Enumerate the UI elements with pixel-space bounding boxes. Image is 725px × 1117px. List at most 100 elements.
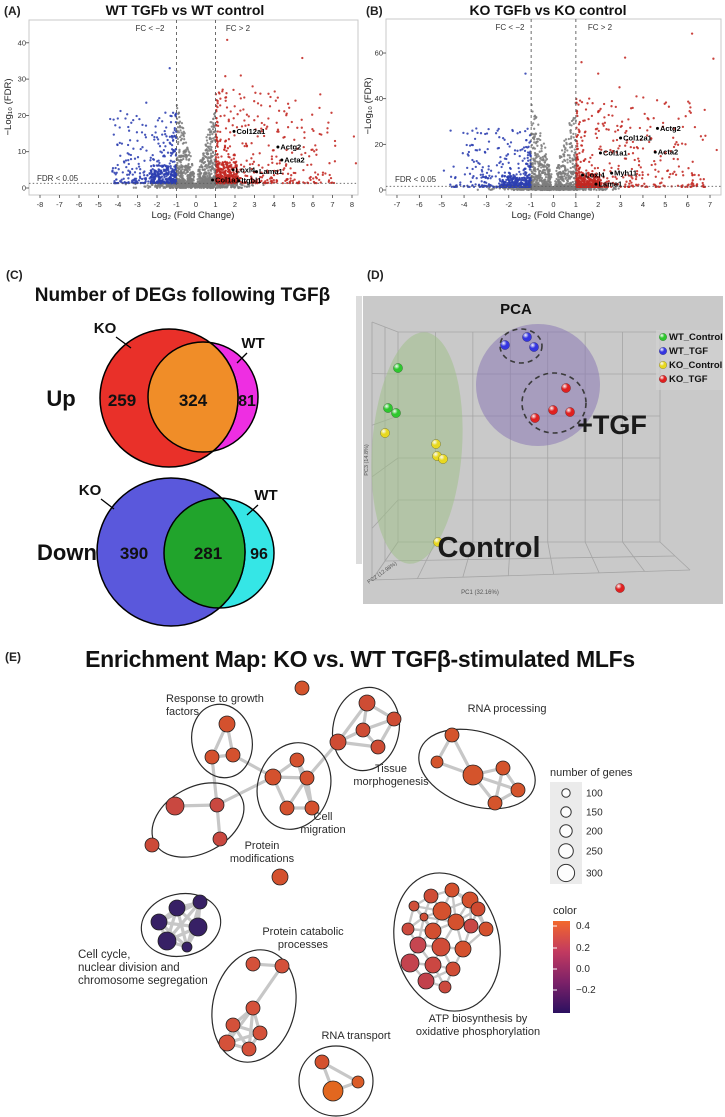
point: [572, 170, 575, 174]
point: [291, 179, 295, 183]
point: [313, 150, 316, 153]
point: [475, 177, 478, 180]
point: [285, 114, 288, 117]
point: [215, 185, 219, 189]
point: [251, 183, 254, 187]
point: [109, 117, 112, 121]
point: [163, 155, 166, 158]
point: [693, 173, 696, 177]
point: [562, 144, 566, 147]
overlap-fill: [147, 341, 238, 453]
point: [568, 156, 572, 159]
point: [149, 159, 152, 162]
point: [207, 147, 211, 150]
point: [159, 164, 162, 168]
point: [516, 187, 519, 190]
point: [165, 175, 168, 178]
point: [480, 185, 484, 188]
point: [286, 172, 290, 175]
point: [563, 148, 567, 151]
point: [512, 175, 515, 178]
cluster-label: chromosome segregation: [78, 975, 208, 987]
point: [509, 141, 513, 144]
point: [564, 176, 568, 179]
point: [172, 177, 175, 181]
x-tick-label: 8: [350, 200, 354, 209]
point: [300, 118, 303, 121]
point: [597, 129, 600, 133]
point: [131, 173, 134, 176]
point: [567, 137, 570, 141]
gene-set-node: [408, 900, 420, 912]
point: [526, 176, 529, 179]
point: [116, 163, 119, 167]
point: [609, 148, 612, 152]
point: [564, 138, 568, 141]
point: [524, 179, 527, 183]
x-tick-label: -2: [505, 200, 512, 209]
point: [166, 173, 170, 176]
point: [243, 119, 246, 122]
point: [547, 173, 551, 176]
point: [452, 165, 455, 168]
point: [569, 137, 573, 140]
point: [227, 170, 230, 173]
point: [487, 165, 490, 168]
point: [517, 162, 520, 165]
point: [177, 166, 180, 170]
point: [235, 164, 238, 167]
point: [240, 186, 244, 189]
point: [172, 148, 175, 152]
point: [507, 181, 510, 185]
point: [591, 185, 594, 188]
point: [247, 115, 250, 118]
point: [613, 183, 617, 186]
point: [560, 155, 563, 159]
point: [540, 166, 543, 169]
point: [637, 157, 640, 160]
point: [224, 162, 228, 166]
point: [267, 144, 270, 147]
point: [253, 119, 256, 122]
point: [126, 152, 129, 155]
point: [217, 156, 220, 159]
point: [166, 180, 170, 183]
point: [615, 151, 618, 154]
point: [133, 171, 137, 174]
point: [558, 167, 561, 170]
point: [226, 38, 229, 42]
point: [209, 142, 212, 145]
sample-point-wt_tgf: [529, 342, 539, 352]
point: [632, 185, 635, 188]
point: [494, 175, 497, 178]
point: [229, 174, 232, 177]
point: [563, 155, 566, 158]
point: [158, 161, 161, 165]
point: [168, 135, 172, 138]
point: [277, 109, 281, 112]
point: [526, 146, 529, 149]
point: [524, 72, 527, 75]
point: [701, 181, 704, 185]
point: [619, 125, 622, 128]
gene-label: Col12a1: [623, 133, 652, 142]
point: [475, 149, 479, 152]
gene-set-node: [225, 747, 241, 763]
point: [548, 176, 551, 180]
point: [525, 139, 528, 142]
point: [122, 177, 125, 180]
point: [634, 183, 638, 186]
point: [532, 184, 536, 187]
point: [612, 186, 615, 190]
point: [522, 187, 525, 190]
panel-c-title: Number of DEGs following TGFβ: [34, 285, 331, 306]
point: [659, 159, 662, 162]
point: [537, 123, 540, 126]
point: [310, 163, 313, 166]
point: [544, 146, 547, 149]
point: [233, 134, 236, 137]
point: [241, 142, 244, 145]
point: [271, 161, 274, 164]
